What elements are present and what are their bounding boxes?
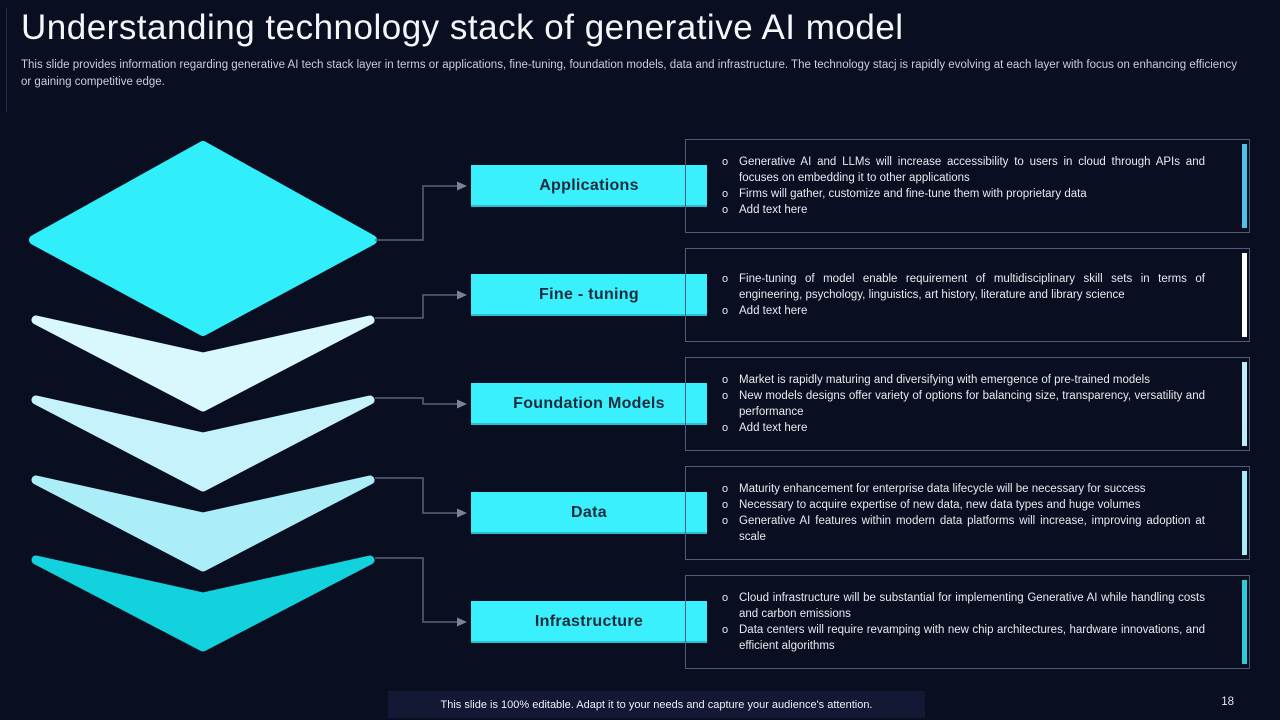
bullet-text: Data centers will require revamping with…: [739, 624, 1205, 652]
bullet-text: Necessary to acquire expertise of new da…: [739, 499, 1141, 511]
bullet-marker: o: [722, 374, 729, 386]
list-item: o Fine-tuning of model enable requirement…: [722, 271, 1205, 303]
stack-layer-fine-tuning: [31, 315, 375, 412]
page-subtitle: This slide provides information regardin…: [21, 59, 1238, 88]
layer-label-text: Infrastructure: [534, 613, 644, 630]
list-item: o Add text here: [722, 303, 1205, 319]
accent-bar: [1242, 253, 1247, 337]
bullet-text: Fine-tuning of model enable requirement …: [739, 273, 1205, 301]
bullet-text: Generative AI and LLMs will increase acc…: [739, 156, 1205, 184]
bullet-list: o Cloud infrastructure will be substantia…: [686, 590, 1205, 654]
list-item: o Market is rapidly maturing and diversif…: [722, 372, 1205, 388]
bullet-marker: o: [722, 156, 729, 168]
page-number: 18: [1221, 696, 1234, 708]
bullet-marker: o: [722, 188, 729, 200]
layer-label-applications: Applications: [471, 165, 707, 207]
list-item: o Data centers will require revamping wit…: [722, 622, 1205, 654]
slide-edge-accent: [6, 8, 7, 112]
bullet-text: Add text here: [739, 305, 808, 317]
list-item: o New models designs offer variety of opt…: [722, 388, 1205, 420]
bullet-text: Add text here: [739, 422, 808, 434]
bullet-marker: o: [722, 204, 729, 216]
stack-layer-data: [31, 475, 375, 572]
bullet-list: o Maturity enhancement for enterprise dat…: [686, 481, 1205, 545]
list-item: o Add text here: [722, 420, 1205, 436]
bullet-text: Market is rapidly maturing and diversify…: [739, 374, 1150, 386]
bullet-text: New models designs offer variety of opti…: [739, 390, 1205, 418]
layer-label-text: Data: [571, 504, 607, 521]
bullet-list: o Generative AI and LLMs will increase ac…: [686, 154, 1205, 218]
description-box-data: o Maturity enhancement for enterprise dat…: [685, 466, 1250, 560]
layer-label-foundation-models: Foundation Models: [471, 383, 707, 425]
layer-label-data: Data: [471, 492, 707, 534]
stack-layer-applications: [29, 141, 377, 336]
layer-stack-diagram: [29, 141, 467, 652]
bullet-marker: o: [722, 592, 729, 604]
layer-label-infrastructure: Infrastructure: [471, 601, 707, 643]
list-item: o Generative AI features within modern da…: [722, 513, 1205, 545]
layer-label-text: Fine - tuning: [539, 286, 639, 303]
bullet-marker: o: [722, 273, 729, 285]
arrowhead-icon: [457, 290, 467, 300]
bullet-text: Generative AI features within modern dat…: [739, 515, 1205, 543]
accent-bar: [1242, 362, 1247, 446]
footer-note: This slide is 100% editable. Adapt it to…: [440, 698, 873, 711]
layer-label-text: Applications: [539, 177, 639, 194]
bullet-marker: o: [722, 515, 729, 527]
footer-strip: This slide is 100% editable. Adapt it to…: [388, 691, 925, 718]
arrowhead-icon: [457, 617, 467, 627]
accent-bar: [1242, 580, 1247, 664]
arrowhead-icon: [457, 181, 467, 191]
bullet-marker: o: [722, 422, 729, 434]
connector-foundation-models: [375, 397, 457, 405]
description-box-applications: o Generative AI and LLMs will increase ac…: [685, 139, 1250, 233]
bullet-marker: o: [722, 390, 729, 402]
description-box-infrastructure: o Cloud infrastructure will be substantia…: [685, 575, 1250, 669]
connector-applications: [375, 185, 457, 241]
bullet-list: o Fine-tuning of model enable requirement…: [686, 271, 1205, 319]
accent-bar: [1242, 471, 1247, 555]
bullet-marker: o: [722, 305, 729, 317]
connector-infrastructure: [375, 557, 457, 623]
page-title: Understanding technology stack of genera…: [21, 8, 904, 47]
bullet-text: Cloud infrastructure will be substantial…: [739, 592, 1205, 620]
list-item: o Add text here: [722, 202, 1205, 218]
description-box-fine-tuning: o Fine-tuning of model enable requirement…: [685, 248, 1250, 342]
list-item: o Cloud infrastructure will be substantia…: [722, 590, 1205, 622]
layer-label-text: Foundation Models: [513, 395, 665, 412]
bullet-marker: o: [722, 499, 729, 511]
bullet-marker: o: [722, 483, 729, 495]
stack-layer-infrastructure: [31, 555, 375, 652]
bullet-text: Add text here: [739, 204, 808, 216]
bullet-text: Maturity enhancement for enterprise data…: [739, 483, 1146, 495]
list-item: o Firms will gather, customize and fine-t…: [722, 186, 1205, 202]
arrowhead-icon: [457, 399, 467, 409]
description-box-foundation-models: o Market is rapidly maturing and diversif…: [685, 357, 1250, 451]
connector-fine-tuning: [375, 294, 457, 319]
bullet-text: Firms will gather, customize and fine-tu…: [739, 188, 1087, 200]
accent-bar: [1242, 144, 1247, 228]
layer-label-fine-tuning: Fine - tuning: [471, 274, 707, 316]
list-item: o Necessary to acquire expertise of new d…: [722, 497, 1205, 513]
connector-data: [375, 477, 457, 514]
bullet-marker: o: [722, 624, 729, 636]
list-item: o Generative AI and LLMs will increase ac…: [722, 154, 1205, 186]
list-item: o Maturity enhancement for enterprise dat…: [722, 481, 1205, 497]
arrowhead-icon: [457, 508, 467, 518]
stack-layer-foundation-models: [31, 395, 375, 492]
bullet-list: o Market is rapidly maturing and diversif…: [686, 372, 1205, 436]
